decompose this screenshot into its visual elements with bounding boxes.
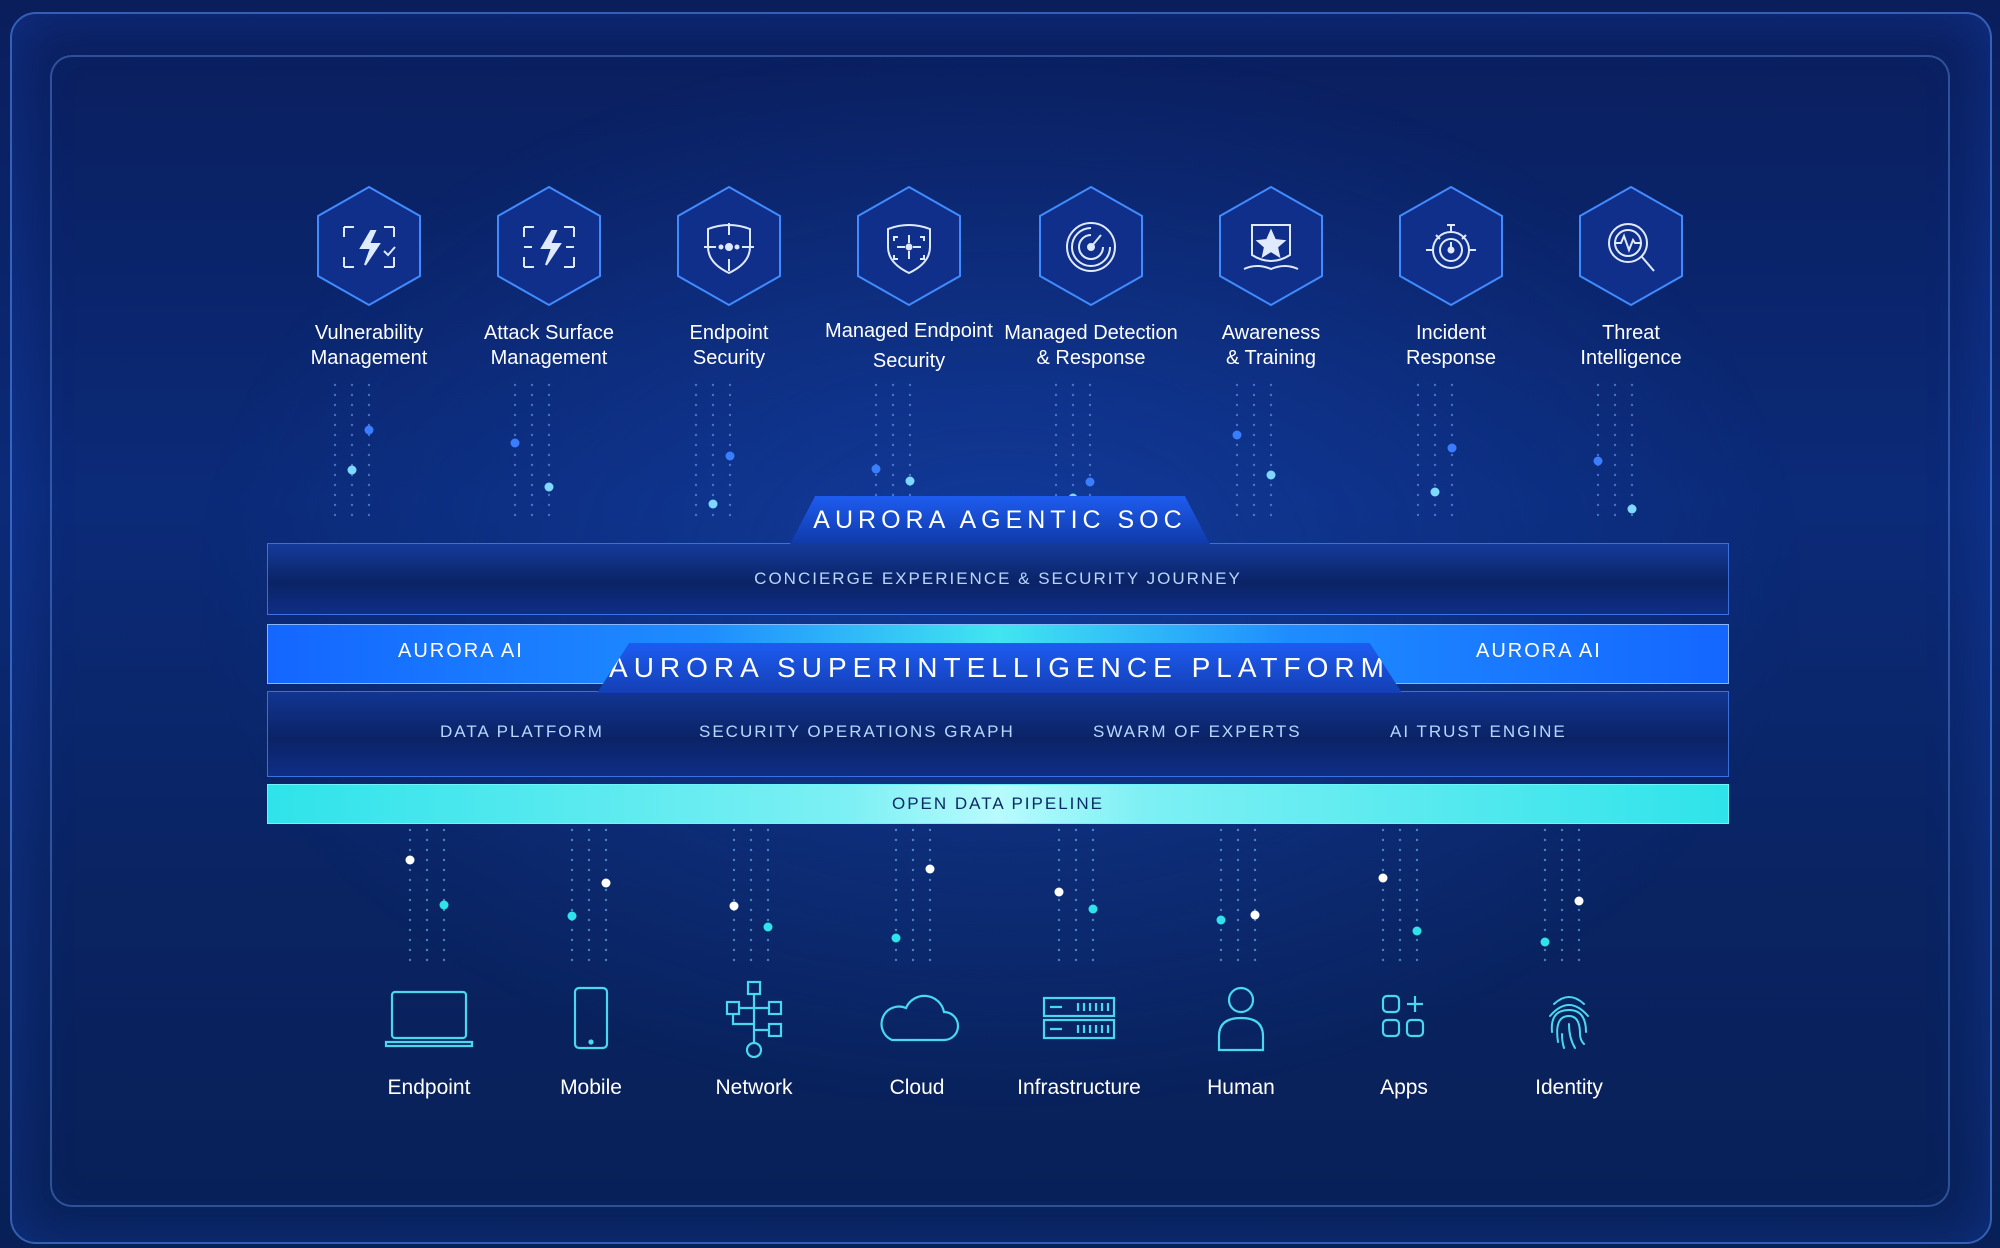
service-label-line2: & Training <box>1225 347 1317 369</box>
source-cloud[interactable]: Cloud <box>832 980 1002 1100</box>
person-icon <box>1217 986 1265 1052</box>
platform-title: AURORA SUPERINTELLIGENCE PLATFORM <box>597 643 1402 693</box>
soc-subtitle: CONCIERGE EXPERIENCE & SECURITY JOURNEY <box>754 569 1242 588</box>
service-label-line2: Management <box>310 347 428 369</box>
source-endpoint[interactable]: Endpoint <box>344 980 514 1100</box>
attack-surface-lightning-icon <box>497 185 601 307</box>
cloud-icon <box>880 994 960 1042</box>
aurora-ai-right: AURORA AI <box>1476 640 1602 662</box>
source-apps[interactable]: Apps <box>1319 980 1489 1100</box>
shield-target-icon <box>677 185 781 307</box>
source-label: Mobile <box>560 1076 622 1099</box>
aurora-ai-left: AURORA AI <box>398 640 524 662</box>
source-label: Endpoint <box>387 1076 471 1099</box>
service-label-line1: Managed Detection <box>1004 322 1178 344</box>
pipeline-label: OPEN DATA PIPELINE <box>891 794 1105 813</box>
service-managed-detection-response[interactable]: Managed Detection & Response <box>991 185 1191 371</box>
star-book-icon <box>1219 185 1323 307</box>
platform-component-data-platform: DATA PLATFORM <box>440 722 604 741</box>
server-rack-icon <box>1042 996 1116 1040</box>
service-label-line2: Intelligence <box>1580 347 1682 369</box>
shield-crosshair-icon <box>857 185 961 307</box>
stopwatch-icon <box>1399 185 1503 307</box>
magnifier-pulse-icon <box>1579 185 1683 307</box>
soc-title: AURORA AGENTIC SOC <box>790 496 1210 544</box>
service-label-line1: Managed Endpoint <box>825 320 993 342</box>
service-label-line2: Security <box>692 347 766 369</box>
source-network[interactable]: Network <box>669 980 839 1100</box>
source-label: Apps <box>1380 1076 1428 1099</box>
platform-component-swarm-of-experts: SWARM OF EXPERTS <box>1093 722 1302 741</box>
service-label-line1: Endpoint <box>689 322 769 344</box>
service-label-line1: Attack Surface <box>483 322 615 344</box>
source-mobile[interactable]: Mobile <box>506 980 676 1100</box>
source-label: Cloud <box>889 1076 945 1099</box>
source-human[interactable]: Human <box>1156 980 1326 1100</box>
fingerprint-icon <box>1549 996 1589 1049</box>
platform-component-security-operations-graph: SECURITY OPERATIONS GRAPH <box>699 722 1015 741</box>
source-label: Identity <box>1535 1076 1603 1099</box>
apps-grid-icon <box>1381 994 1425 1038</box>
service-label-line1: Threat <box>1602 322 1660 344</box>
laptop-icon <box>384 990 474 1048</box>
source-label: Infrastructure <box>1017 1076 1141 1099</box>
service-label-line2: & Response <box>1036 347 1146 369</box>
service-label-line2: Security <box>872 350 946 372</box>
source-label: Human <box>1207 1076 1275 1099</box>
network-icon <box>725 980 783 1059</box>
service-label-line2: Response <box>1405 347 1497 369</box>
source-label: Network <box>715 1076 793 1099</box>
mobile-phone-icon <box>573 986 609 1050</box>
outer-frame <box>10 12 1992 1244</box>
service-awareness-training[interactable]: Awareness & Training <box>1171 185 1371 371</box>
service-label-line1: Vulnerability <box>314 322 424 344</box>
service-label-line1: Awareness <box>1221 322 1321 344</box>
platform-component-ai-trust-engine: AI TRUST ENGINE <box>1390 722 1567 741</box>
service-label-line2: Management <box>490 347 608 369</box>
source-identity[interactable]: Identity <box>1484 980 1654 1100</box>
soc-subtitle-bar: CONCIERGE EXPERIENCE & SECURITY JOURNEY <box>267 543 1729 615</box>
open-data-pipeline-bar: OPEN DATA PIPELINE <box>267 784 1729 824</box>
service-label-line1: Incident <box>1415 322 1487 344</box>
source-infrastructure[interactable]: Infrastructure <box>994 980 1164 1100</box>
vulnerability-lightning-icon <box>317 185 421 307</box>
radar-icon <box>1039 185 1143 307</box>
